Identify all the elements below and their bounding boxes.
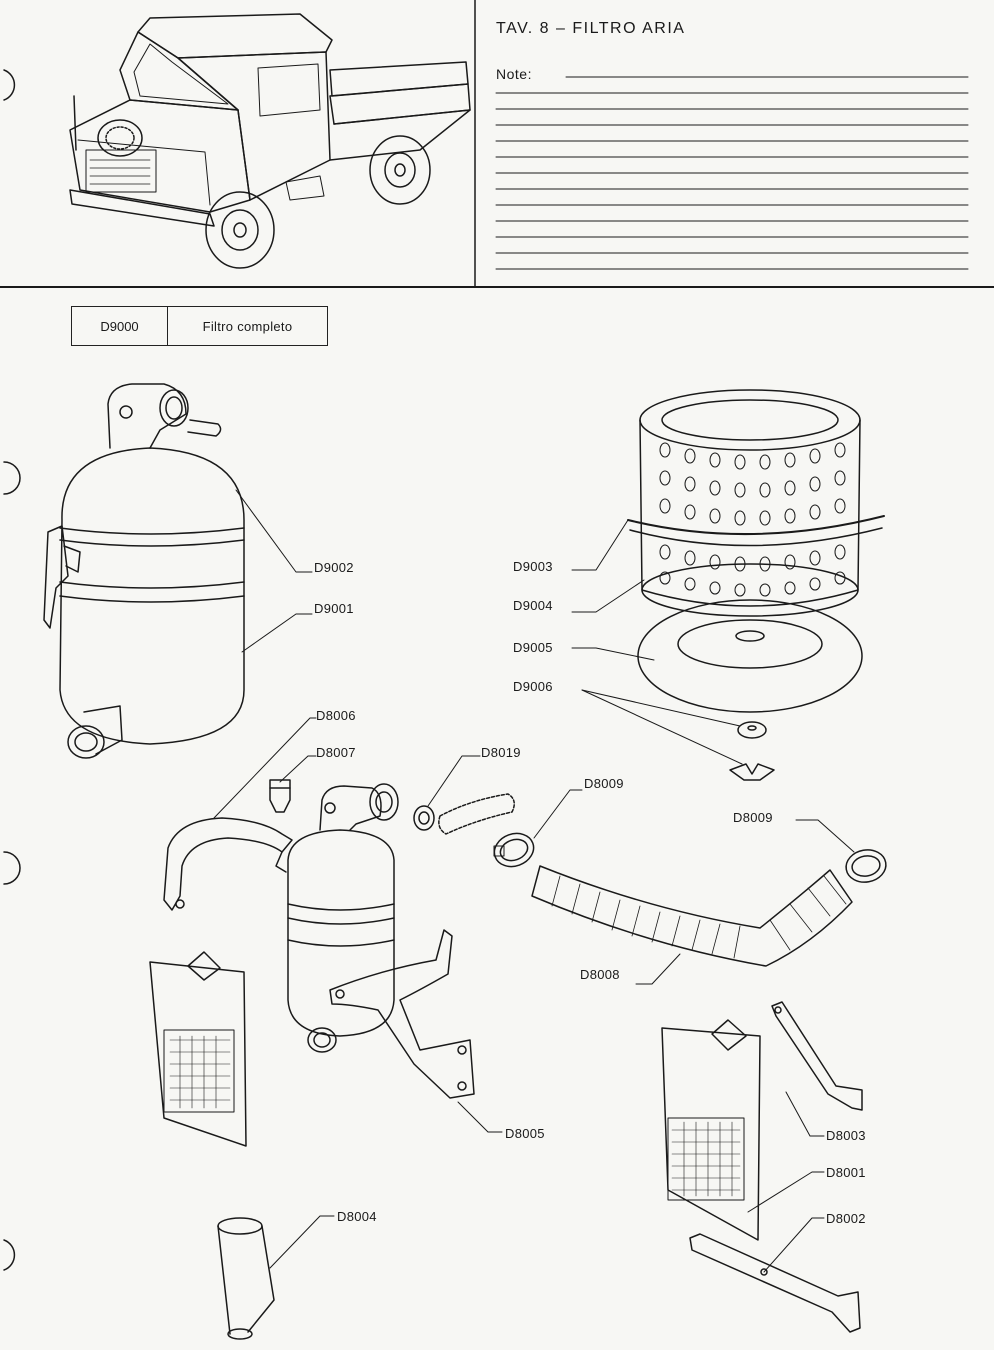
callout-d9001: D9001 xyxy=(314,601,354,616)
filter-housing-small xyxy=(287,783,399,1053)
part-code: D9000 xyxy=(72,307,168,345)
hose-clamp-right xyxy=(845,849,887,883)
hose-clamp-left xyxy=(493,832,535,868)
mounting-bracket-d8005 xyxy=(329,929,475,1099)
callout-d8008: D8008 xyxy=(580,967,620,982)
leader-lines xyxy=(213,489,855,1273)
callout-d8019: D8019 xyxy=(481,745,521,760)
binder-hole-icons xyxy=(3,69,21,1271)
callout-d9003: D9003 xyxy=(513,559,553,574)
truck-illustration xyxy=(69,13,471,269)
callout-d9002: D9002 xyxy=(314,560,354,575)
vacuator-valve xyxy=(269,779,291,813)
callout-d8002: D8002 xyxy=(826,1211,866,1226)
page-title: TAV. 8 – FILTRO ARIA xyxy=(496,20,686,37)
support-bar-d8002 xyxy=(689,1233,861,1333)
callout-d9005: D9005 xyxy=(513,640,553,655)
strap-clamp xyxy=(163,817,293,911)
base-plate xyxy=(637,599,863,713)
callout-d9006: D9006 xyxy=(513,679,553,694)
small-hose-clamp xyxy=(413,793,515,835)
note-lines xyxy=(495,76,969,270)
parts-table: D9000 Filtro completo xyxy=(71,306,328,346)
callout-d8005: D8005 xyxy=(505,1126,545,1141)
callout-d8009-left: D8009 xyxy=(584,776,624,791)
corrugated-hose xyxy=(531,865,853,967)
intake-pipe xyxy=(217,1217,275,1340)
filter-housing-large xyxy=(43,383,245,759)
pre-cleaner-panel-right xyxy=(661,1019,761,1241)
callout-d8006: D8006 xyxy=(316,708,356,723)
callout-d8004: D8004 xyxy=(337,1209,377,1224)
pre-cleaner-panel-left xyxy=(149,951,247,1147)
callout-d8007: D8007 xyxy=(316,745,356,760)
callout-d8009-right: D8009 xyxy=(733,810,773,825)
note-label: Note: xyxy=(496,66,532,82)
callout-d8001: D8001 xyxy=(826,1165,866,1180)
callout-d9004: D9004 xyxy=(513,598,553,613)
callout-d8003: D8003 xyxy=(826,1128,866,1143)
part-description: Filtro completo xyxy=(202,318,293,334)
washer-wing-nut xyxy=(729,721,775,781)
support-bar-d8003 xyxy=(771,1001,863,1111)
filter-cartridge xyxy=(627,389,885,617)
